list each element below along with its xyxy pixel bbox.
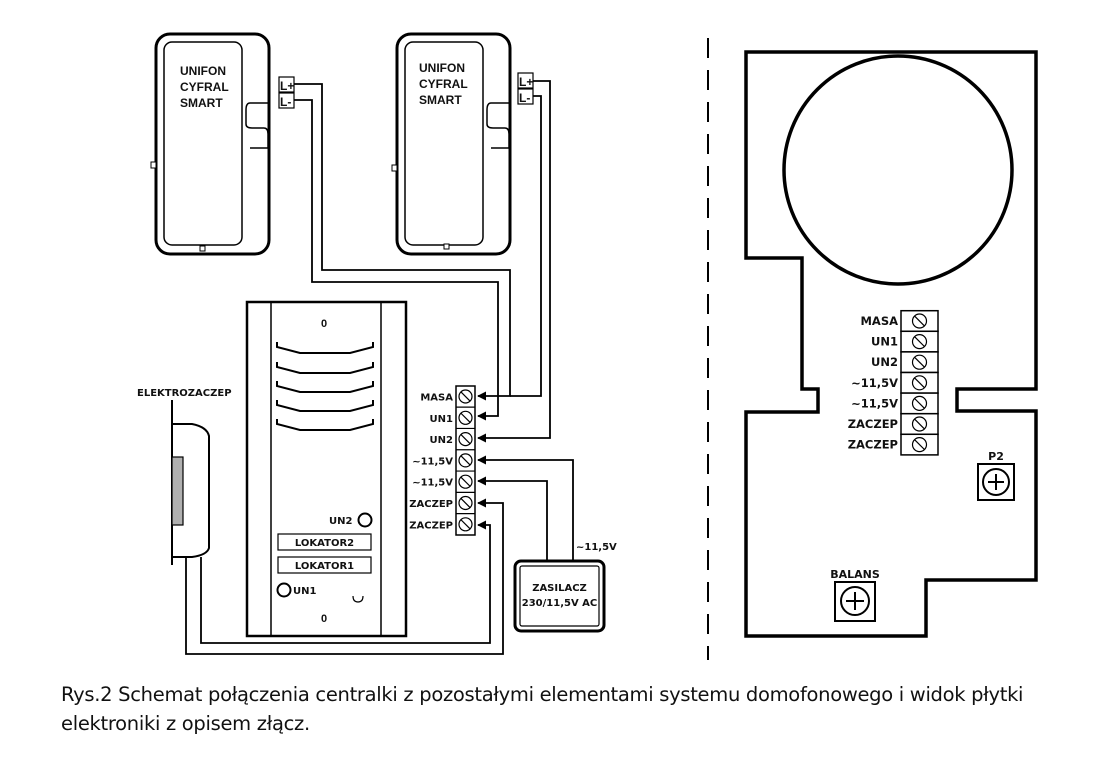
screw-icon: [911, 354, 928, 370]
screw-icon: [911, 395, 928, 411]
screw-icon: [458, 495, 473, 511]
panel-terminal-label: UN1: [430, 414, 453, 425]
screw-icon: [911, 437, 928, 453]
strike-wires: [185, 498, 504, 655]
power-wires: [477, 455, 574, 561]
pcb-terminal-label: ~11,5V: [851, 396, 898, 410]
power-supply-output-label: ~11,5V: [576, 542, 617, 553]
pcb-terminal-label: ~11,5V: [851, 376, 898, 390]
pcb-terminal-label: MASA: [860, 314, 898, 328]
screw-icon: [458, 389, 473, 404]
pcb-terminal[interactable]: ~11,5V: [851, 392, 939, 415]
handset-2-terminal-lminus: L-: [519, 91, 530, 105]
panel-terminal-label: MASA: [420, 393, 453, 404]
button-un2-label: UN2: [329, 516, 352, 527]
microphone-icon: [352, 595, 364, 603]
wiring-diagram: UNIFON CYFRAL SMART L+ L- UNIFON CYFRAL …: [137, 32, 1038, 660]
panel-terminal[interactable]: MASA: [420, 389, 473, 404]
screw-icon: [911, 416, 928, 432]
handset-1: UNIFON CYFRAL SMART L+ L-: [150, 32, 295, 256]
screw-icon: [458, 474, 473, 489]
pot-balans-label: BALANS: [830, 568, 880, 581]
nameplate-lokator2-text: LOKATOR2: [295, 538, 354, 549]
door-strike: ELEKTROZACZEP: [137, 388, 232, 565]
handset-2-model-line: UNIFON: [419, 61, 465, 75]
speaker-grille: [276, 342, 374, 431]
handset-2: UNIFON CYFRAL SMART L+ L-: [391, 32, 534, 256]
pcb-terminal[interactable]: ~11,5V: [851, 371, 939, 394]
panel-terminal[interactable]: ZACZEP: [409, 491, 475, 511]
pcb-terminal[interactable]: UN2: [871, 351, 939, 374]
door-panel: 0 UN2 LOKATOR2 LOKATOR1 UN1 0: [245, 300, 408, 638]
handset-1-terminal-lminus: L-: [280, 95, 291, 109]
panel-terminal-label: ZACZEP: [409, 499, 453, 510]
power-supply-name: ZASILACZ: [532, 583, 587, 594]
pot-p2[interactable]: [977, 463, 1015, 501]
handset-wires: [294, 80, 551, 443]
nameplate-lokator2: [277, 533, 372, 551]
panel-terminal[interactable]: ~11,5V: [412, 449, 475, 468]
pcb-terminal-label: ZACZEP: [848, 417, 898, 431]
screw-icon: [458, 453, 473, 468]
pcb-terminal-label: UN1: [871, 335, 898, 349]
pcb-terminal[interactable]: MASA: [860, 309, 939, 333]
screw-icon: [911, 375, 928, 391]
panel-terminal-label: ~11,5V: [412, 478, 453, 489]
handset-1-terminal-lplus: L+: [280, 79, 294, 93]
panel-terminal[interactable]: UN1: [430, 406, 475, 425]
button-un1-label: UN1: [293, 586, 316, 597]
call-button-un1[interactable]: [276, 582, 292, 598]
call-button-un2[interactable]: [357, 512, 373, 528]
pot-p2-label: P2: [988, 450, 1004, 463]
pcb-terminal-label: ZACZEP: [848, 438, 898, 452]
panel-terminal[interactable]: ~11,5V: [412, 470, 475, 489]
power-supply: ZASILACZ 230/11,5V AC ~11,5V: [513, 542, 617, 633]
handset-2-model-line: SMART: [419, 93, 462, 107]
handset-1-model-line: CYFRAL: [180, 80, 229, 94]
handset-2-terminal-lplus: L+: [519, 75, 533, 89]
speaker-opening: [782, 54, 1014, 286]
pot-balans[interactable]: [834, 581, 876, 622]
pcb-terminal-label: UN2: [871, 355, 898, 369]
panel-top-marker: 0: [321, 318, 327, 330]
screw-icon: [911, 313, 928, 329]
pcb-terminal[interactable]: UN1: [871, 330, 939, 353]
panel-terminal-label: UN2: [430, 435, 453, 446]
power-supply-rating: 230/11,5V AC: [522, 598, 598, 609]
panel-bottom-marker: 0: [321, 613, 327, 625]
handset-2-model-line: CYFRAL: [419, 77, 468, 91]
screw-icon: [458, 432, 473, 447]
screw-icon: [458, 410, 473, 425]
panel-terminal-label: ~11,5V: [412, 456, 453, 467]
panel-terminal[interactable]: ZACZEP: [409, 513, 475, 532]
nameplate-lokator1-text: LOKATOR1: [295, 561, 354, 572]
screw-icon: [911, 334, 928, 350]
handset-1-model-line: UNIFON: [180, 64, 226, 78]
handset-1-model-line: SMART: [180, 96, 223, 110]
pcb-terminal[interactable]: ZACZEP: [848, 412, 939, 436]
nameplate-lokator1: [277, 556, 372, 574]
panel-terminal-label: ZACZEP: [409, 520, 453, 531]
panel-terminal[interactable]: UN2: [430, 427, 475, 447]
screw-icon: [458, 517, 473, 532]
figure-caption: Rys.2 Schemat połączenia centralki z poz…: [61, 683, 1024, 735]
pcb-terminal[interactable]: ZACZEP: [848, 433, 939, 456]
door-strike-label: ELEKTROZACZEP: [137, 388, 232, 399]
